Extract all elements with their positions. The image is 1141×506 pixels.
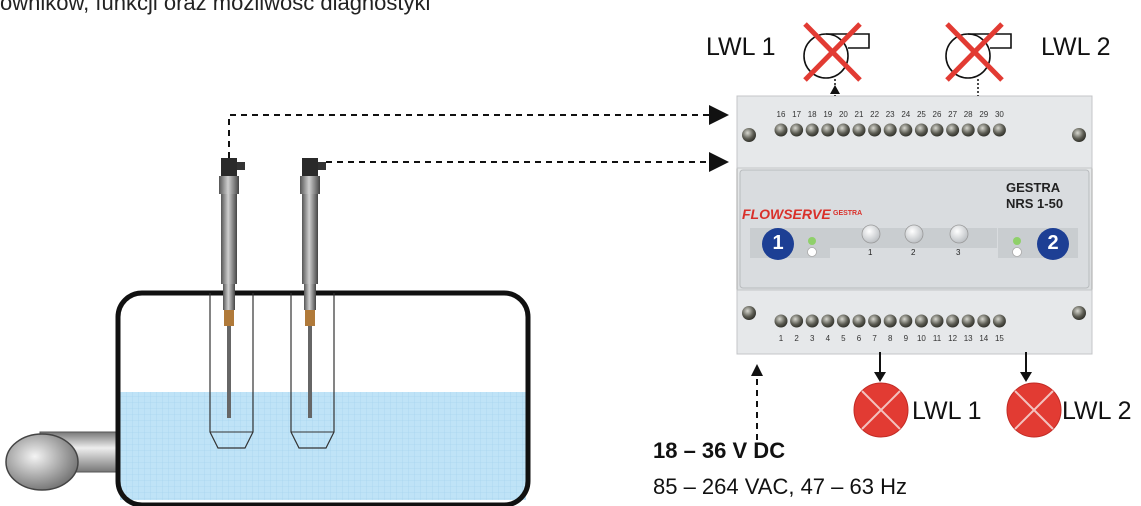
terminal-number: 28	[963, 110, 973, 119]
level-probe-2	[300, 158, 326, 418]
terminal-number: 19	[823, 110, 833, 119]
valve-lwl1-icon	[803, 22, 870, 82]
terminal-number: 12	[948, 334, 958, 343]
terminal-screw-22	[868, 123, 882, 137]
level-probe-1	[219, 158, 245, 418]
terminal-number: 1	[778, 334, 784, 343]
terminal-screw-8	[883, 314, 897, 328]
alarm-lamp-lwl2-icon	[1006, 382, 1062, 438]
terminal-number: 4	[825, 334, 831, 343]
terminal-number: 7	[872, 334, 877, 343]
terminal-screw-24	[899, 123, 913, 137]
terminal-number: 14	[979, 334, 989, 343]
channel-1-label: 1	[772, 232, 784, 254]
channel-2-label: 2	[1047, 232, 1059, 254]
channel-2-indicator	[1012, 228, 1069, 260]
terminal-number: 20	[838, 110, 848, 119]
terminal-screw-10	[914, 314, 928, 328]
terminal-screw-1	[774, 314, 788, 328]
terminal-number: 22	[870, 110, 880, 119]
terminal-number: 26	[932, 110, 942, 119]
terminal-screw-20	[836, 123, 850, 137]
terminal-screw-16	[774, 123, 788, 137]
button-3-label: 3	[956, 248, 961, 257]
probe-tubes	[209, 293, 335, 449]
terminal-screw-5	[836, 314, 850, 328]
terminal-number: 6	[856, 334, 862, 343]
terminal-screw-25	[914, 123, 928, 137]
terminal-screw-2	[790, 314, 804, 328]
terminal-screw-9	[899, 314, 913, 328]
front-buttons	[861, 224, 969, 244]
terminal-number: 24	[901, 110, 911, 119]
terminal-number: 5	[841, 334, 846, 343]
terminal-screw-21	[852, 123, 866, 137]
terminal-number: 18	[807, 110, 817, 119]
terminal-number: 30	[994, 110, 1004, 119]
terminal-number: 2	[794, 334, 799, 343]
device-model: GESTRA NRS 1-50	[1006, 180, 1063, 212]
terminal-number: 9	[903, 334, 909, 343]
terminal-screw-19	[821, 123, 835, 137]
button-1-label: 1	[868, 248, 873, 257]
device-model-line2: NRS 1-50	[1006, 196, 1064, 211]
terminal-number: 13	[963, 334, 973, 343]
alarm-lamp-lwl1-icon	[853, 382, 909, 438]
terminal-screw-6	[852, 314, 866, 328]
terminal-screw-15	[992, 314, 1006, 328]
button-3[interactable]	[949, 224, 969, 244]
terminal-number: 23	[885, 110, 895, 119]
intro-text: owników, funkcji oraz możliwość diagnost…	[0, 0, 431, 15]
valve-1-label: LWL 1	[706, 33, 776, 61]
terminal-screw-18	[805, 123, 819, 137]
tank	[115, 290, 531, 506]
terminal-screw-26	[930, 123, 944, 137]
terminal-screw-13	[961, 314, 975, 328]
alarm-1-label: LWL 1	[912, 397, 982, 425]
terminal-screw-11	[930, 314, 944, 328]
terminal-number: 16	[776, 110, 786, 119]
alarm-2-label: LWL 2	[1062, 397, 1132, 425]
terminal-screw-12	[946, 314, 960, 328]
terminal-number: 15	[994, 334, 1004, 343]
alarm-arrows	[874, 352, 1032, 382]
supply-voltage-ac: 85 – 264 VAC, 47 – 63 Hz	[653, 474, 907, 499]
button-2-label: 2	[911, 248, 916, 257]
terminal-number: 11	[932, 334, 942, 343]
terminal-screw-29	[977, 123, 991, 137]
terminal-screw-4	[821, 314, 835, 328]
terminal-screw-23	[883, 123, 897, 137]
terminal-screw-14	[977, 314, 991, 328]
terminal-number: 3	[809, 334, 815, 343]
valve-lwl2-icon	[945, 22, 1012, 82]
terminal-screw-7	[868, 314, 882, 328]
power-supply-line	[751, 364, 763, 440]
terminal-number: 27	[948, 110, 958, 119]
top-terminal-block	[774, 123, 1006, 137]
valve-2-label: LWL 2	[1041, 33, 1111, 61]
device-model-line1: GESTRA	[1006, 180, 1061, 195]
device-brand: FLOWSERVE	[742, 206, 831, 222]
terminal-number: 8	[887, 334, 893, 343]
channel-1-indicator	[762, 228, 817, 260]
inlet-pipe	[5, 431, 131, 491]
terminal-screw-28	[961, 123, 975, 137]
terminal-screw-17	[790, 123, 804, 137]
terminal-number: 17	[792, 110, 802, 119]
device-brand-sub: GESTRA	[833, 210, 863, 217]
terminal-number: 25	[916, 110, 926, 119]
terminal-number: 10	[916, 334, 926, 343]
button-1[interactable]	[861, 224, 881, 244]
bottom-terminal-block	[774, 314, 1006, 328]
button-2[interactable]	[904, 224, 924, 244]
terminal-screw-30	[992, 123, 1006, 137]
terminal-screw-27	[946, 123, 960, 137]
signal-lines	[228, 105, 729, 172]
terminal-screw-3	[805, 314, 819, 328]
terminal-number: 21	[854, 110, 864, 119]
supply-voltage-dc: 18 – 36 V DC	[653, 438, 786, 463]
valve-1-arrow	[830, 85, 840, 94]
terminal-number: 29	[979, 110, 989, 119]
